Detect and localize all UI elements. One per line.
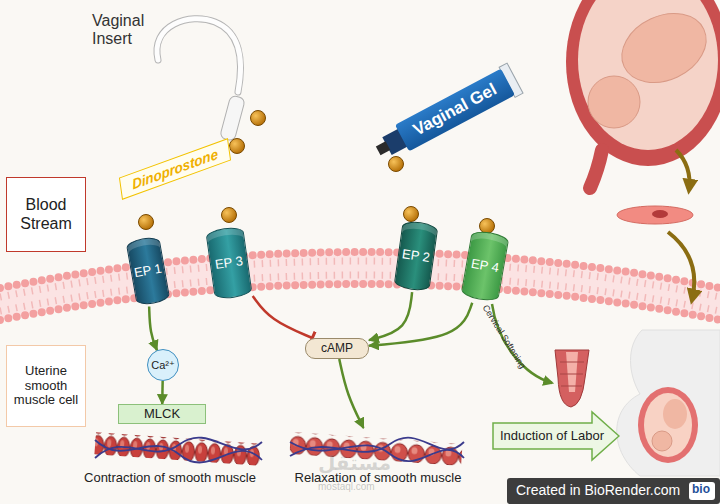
compartment-box: Uterine smooth muscle cell <box>6 345 86 427</box>
relaxed-fibre <box>289 432 462 466</box>
flow-arrow <box>676 150 689 190</box>
node-text: cAMP <box>321 342 353 356</box>
pathway-label: Cervical Softening <box>480 303 527 370</box>
receptor-cylinder: EP 4 <box>460 229 509 303</box>
node-text: Induction of Labor <box>500 429 604 444</box>
inhibition-connector <box>253 296 313 338</box>
logo-box <box>689 482 715 500</box>
softening-arrow <box>492 304 552 383</box>
actin-strand <box>95 438 262 458</box>
cervix <box>555 350 589 407</box>
muscle-fiber: Contraction of smooth muscle <box>70 428 270 486</box>
logo-text: bio <box>692 483 710 497</box>
arrow-outline-shape <box>493 412 619 460</box>
drug-molecule <box>251 111 266 126</box>
lipid-tails <box>0 275 720 311</box>
node-text: Vaginal Gel <box>410 80 500 140</box>
drug-molecule <box>230 139 245 154</box>
node-text: EP 4 <box>470 256 500 276</box>
uterus-cavity <box>578 0 718 150</box>
activation-connector <box>369 292 412 340</box>
node-text: Relaxation of smooth muscle <box>295 471 462 486</box>
fetus-body <box>663 399 687 429</box>
uterus-cavity <box>644 393 692 457</box>
tube-nozzle <box>376 141 390 155</box>
node-text: EP 3 <box>214 254 244 273</box>
gel-tube-parts <box>370 63 523 166</box>
enzyme-box: MLCK <box>118 404 206 424</box>
actin-strand <box>95 440 262 462</box>
drug-molecule <box>222 208 237 223</box>
drug-label: Dinoprostone <box>119 138 231 200</box>
receptor-cylinder: EP 2 <box>393 220 438 292</box>
activation-connector <box>369 303 472 346</box>
drug-molecule <box>139 215 154 230</box>
flow-arrow <box>668 232 694 300</box>
outcome-arrow: Induction of Labor <box>492 410 620 462</box>
node-text: EP 1 <box>133 261 163 281</box>
activation-connector <box>149 306 157 350</box>
insert-cord <box>157 19 240 92</box>
muscle-cell <box>617 206 693 224</box>
drug-molecule <box>404 207 419 222</box>
node-text: Uterine smooth muscle cell <box>7 364 85 409</box>
receptor-cylinder: EP 1 <box>126 236 171 307</box>
uterus-wall <box>566 0 720 166</box>
membrane-band <box>0 252 720 320</box>
gel-tube: Vaginal Gel <box>395 69 515 152</box>
messenger-box: cAMP <box>305 338 369 359</box>
insert-cord <box>157 19 240 92</box>
fetus-head <box>588 76 640 128</box>
activation-connector <box>161 381 164 404</box>
lipid-heads <box>0 284 720 320</box>
node-text: Ca²⁺ <box>151 359 175 372</box>
muscle-fiber: Relaxation of smooth muscle <box>283 428 473 486</box>
body-silhouette <box>617 330 720 476</box>
node-text: Dinoprostone <box>131 145 219 192</box>
insert-body <box>220 95 246 141</box>
ion-circle: Ca²⁺ <box>147 349 179 381</box>
node-text: Contraction of smooth muscle <box>84 471 256 486</box>
cervix-canal <box>590 150 602 188</box>
device-label: Vaginal Insert <box>92 12 164 49</box>
credit-badge <box>507 478 720 504</box>
node-text: MLCK <box>144 407 180 422</box>
actin-strand <box>290 438 464 456</box>
fetus-head <box>652 431 672 451</box>
uterus-wall <box>638 387 698 463</box>
cell-nucleus <box>652 210 668 218</box>
activation-connector <box>339 359 363 428</box>
node-text: EP 2 <box>401 247 431 266</box>
drug-molecule <box>389 157 404 172</box>
node-text: Blood Stream <box>7 196 85 233</box>
cervix-folds <box>560 362 584 386</box>
compartment-box: Blood Stream <box>6 177 86 252</box>
receptor-cylinder: EP 3 <box>205 226 252 301</box>
actin-strand <box>290 442 464 461</box>
credit-text: Created in BioRender.com <box>516 482 680 498</box>
